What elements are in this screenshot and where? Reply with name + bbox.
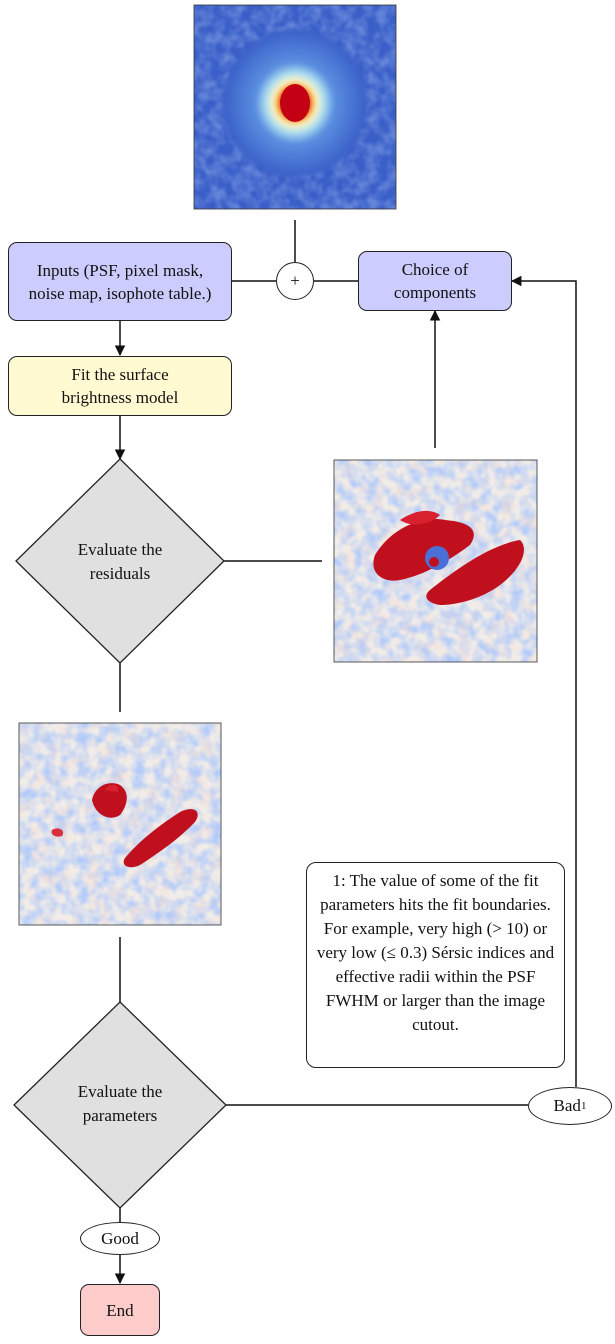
evaluate-parameters-label: Evaluate the parameters: [77, 1082, 163, 1125]
fit-label: Fit the surface brightness model: [61, 365, 179, 407]
evaluate-parameters-diamond: [13, 1001, 227, 1209]
combine-plus-node: +: [276, 262, 314, 300]
choice-label: Choice of components: [393, 260, 477, 302]
fit-model-box: Fit the surface brightness model: [8, 356, 232, 416]
galaxy-image: [193, 4, 397, 210]
good-oval: Good: [80, 1222, 160, 1255]
plus-label: +: [290, 271, 300, 290]
footnote-text: 1: The value of some of the fit paramete…: [316, 871, 555, 1034]
choice-of-components-box: Choice of components: [358, 251, 512, 311]
residual-image-1: [333, 459, 538, 663]
connectors: [114, 220, 577, 1285]
bad-label: Bad: [553, 1096, 581, 1115]
end-label: End: [106, 1300, 134, 1320]
inputs-label: Inputs (PSF, pixel mask, noise map, isop…: [28, 260, 212, 303]
good-label: Good: [101, 1228, 139, 1248]
bad-footnote-mark: 1: [580, 1100, 587, 1112]
evaluate-residuals-diamond: [15, 458, 225, 664]
end-box: End: [80, 1284, 160, 1336]
footnote-box: 1: The value of some of the fit paramete…: [306, 862, 565, 1068]
evaluate-residuals-label: Evaluate the residuals: [77, 540, 163, 583]
inputs-box: Inputs (PSF, pixel mask, noise map, isop…: [8, 242, 232, 321]
residual-image-2: [18, 722, 222, 926]
